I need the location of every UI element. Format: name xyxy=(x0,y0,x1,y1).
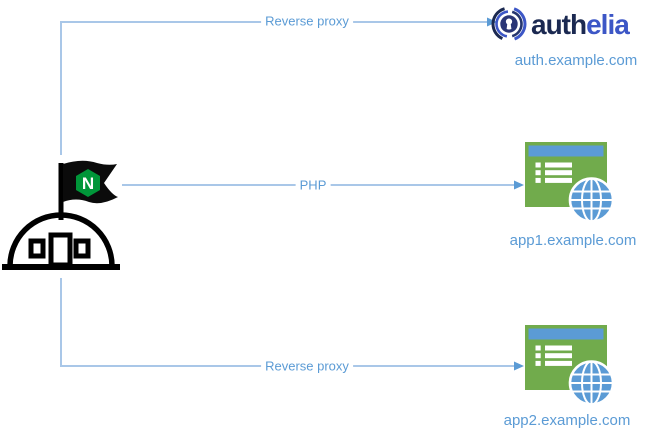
authelia-wordmark-prefix: auth xyxy=(531,9,587,40)
nginx-building-flag-icon: N xyxy=(2,160,120,270)
app1-window-icon xyxy=(525,142,613,222)
auth-domain-label: auth.example.com xyxy=(514,52,638,69)
authelia-wordmark: authelia xyxy=(531,8,630,42)
authelia-lock-logo-icon xyxy=(491,6,527,42)
arrowhead-icon xyxy=(514,361,524,371)
arrowhead-icon xyxy=(514,180,524,190)
nginx-flag-letter: N xyxy=(82,174,94,193)
php-label: PHP xyxy=(295,177,331,193)
nginx-flag-icon: N xyxy=(63,160,118,204)
connector-nginx-authelia xyxy=(60,17,497,155)
reverse-proxy-label-bottom: Reverse proxy xyxy=(261,358,353,374)
app2-domain-label: app2.example.com xyxy=(503,412,631,429)
app2-window-icon xyxy=(525,325,613,405)
app1-domain-label: app1.example.com xyxy=(509,232,637,249)
connector-nginx-app2 xyxy=(60,278,524,371)
reverse-proxy-label-top: Reverse proxy xyxy=(261,13,353,29)
keyhole-icon xyxy=(505,18,513,30)
nginx-hexagon-icon xyxy=(76,169,100,197)
authelia-wordmark-suffix: elia xyxy=(586,9,630,40)
